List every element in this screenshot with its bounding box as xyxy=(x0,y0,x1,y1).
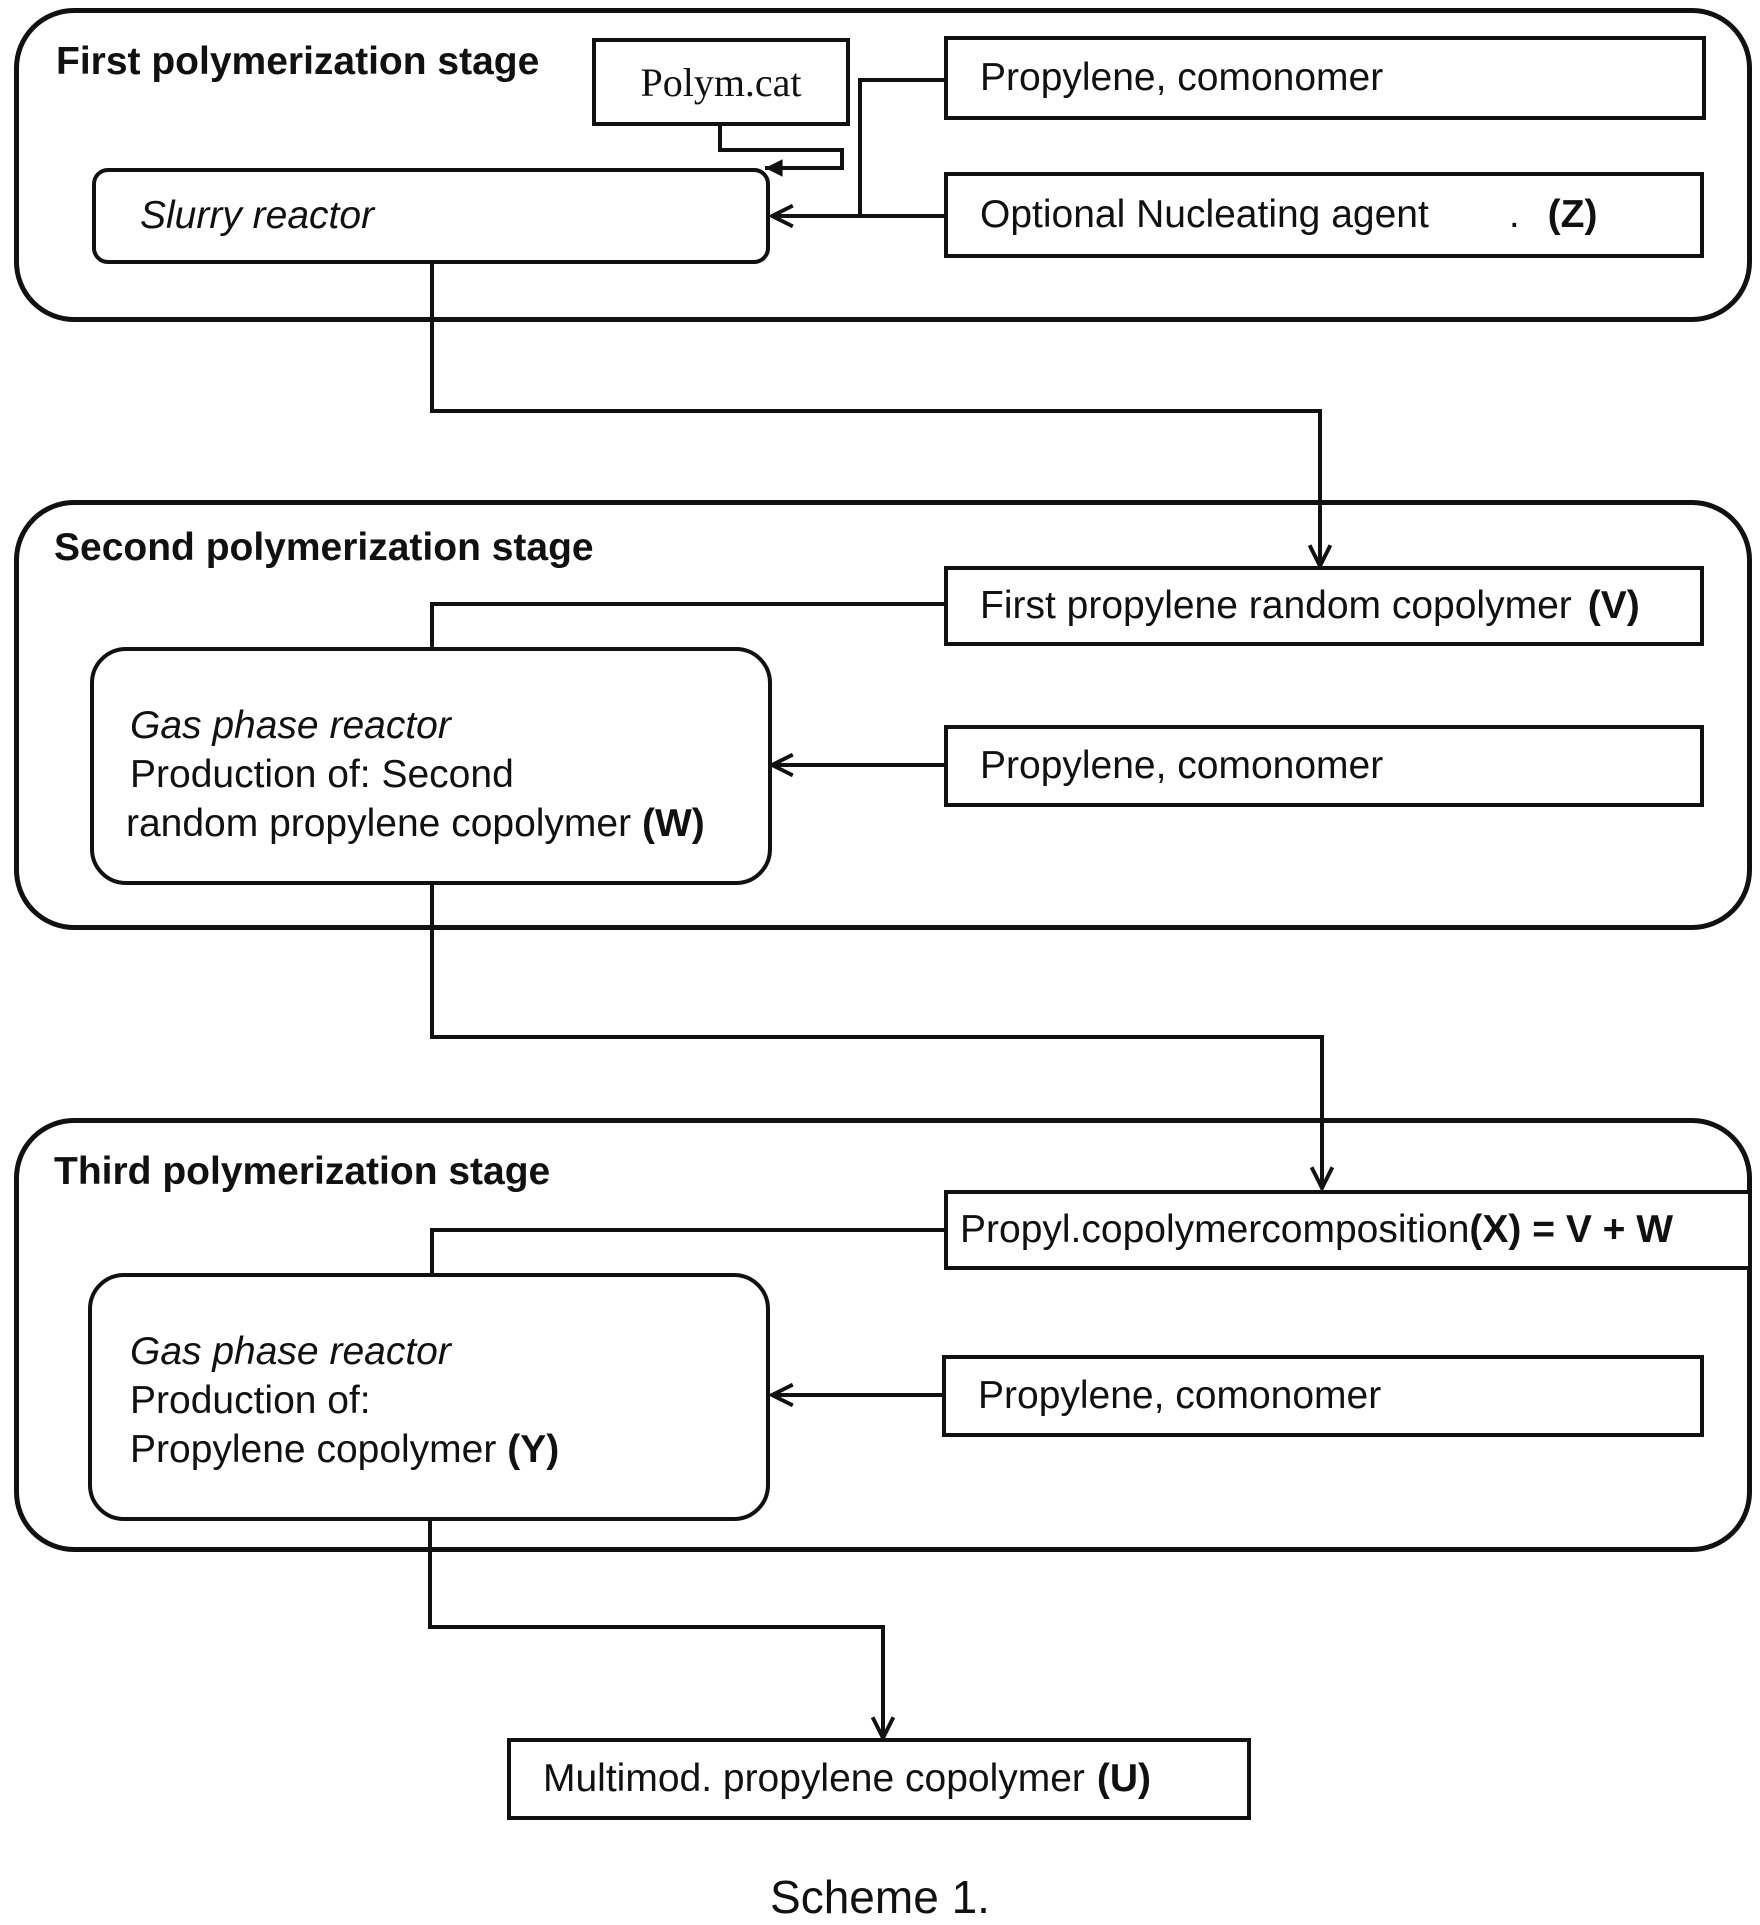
first-stage-title: First polymerization stage xyxy=(56,40,539,84)
gas-phase-reactor-1-box: Gas phase reactor Production of: Second … xyxy=(90,647,772,885)
copolymer-composition-label: Propyl.copolymercomposition xyxy=(960,1208,1469,1252)
catalyst-box: Polym.cat xyxy=(592,38,850,126)
stage2-feed-label: Propylene, comonomer xyxy=(980,744,1383,788)
first-copolymer-tag: (V) xyxy=(1588,584,1640,628)
scheme-caption: Scheme 1. xyxy=(0,1870,1760,1924)
catalyst-label: Polym.cat xyxy=(640,59,801,106)
copolymer-composition-box: Propyl.copolymercomposition (X) = V + W xyxy=(944,1190,1752,1270)
multimodal-output-box: Multimod. propylene copolymer (U) xyxy=(507,1738,1251,1820)
gas-reactor-2-line2: Production of: xyxy=(130,1376,766,1425)
first-copolymer-label: First propylene random copolymer xyxy=(980,584,1572,628)
nucleating-agent-label: Optional Nucleating agent xyxy=(980,193,1429,237)
nucleating-agent-box: Optional Nucleating agent . (Z) xyxy=(944,172,1704,258)
third-stage-title: Third polymerization stage xyxy=(54,1150,550,1194)
second-stage-title: Second polymerization stage xyxy=(54,526,594,570)
slurry-reactor-label: Slurry reactor xyxy=(140,194,374,238)
nucleating-tag: (Z) xyxy=(1548,193,1598,237)
multimodal-output-label: Multimod. propylene copolymer xyxy=(543,1757,1085,1801)
stage1-feed-box: Propylene, comonomer xyxy=(944,36,1706,120)
gas-reactor-2-line1: Gas phase reactor xyxy=(130,1327,766,1376)
stage1-feed-label: Propylene, comonomer xyxy=(980,56,1383,100)
stage2-feed-box: Propylene, comonomer xyxy=(944,725,1704,807)
nucleating-dot: . xyxy=(1509,193,1520,237)
stage3-to-output-connector xyxy=(430,1521,883,1738)
gas-reactor-1-tag: (W) xyxy=(642,802,705,845)
multimodal-output-tag: (U) xyxy=(1097,1757,1151,1801)
gas-reactor-1-line2: Production of: Second xyxy=(130,750,768,799)
gas-reactor-2-tag: (Y) xyxy=(507,1428,559,1471)
stage3-feed-box: Propylene, comonomer xyxy=(942,1355,1704,1437)
first-copolymer-box: First propylene random copolymer (V) xyxy=(944,566,1704,646)
gas-reactor-1-line3: random propylene copolymer xyxy=(126,802,631,845)
gas-reactor-2-line3: Propylene copolymer xyxy=(130,1428,496,1471)
slurry-reactor-box: Slurry reactor xyxy=(92,168,770,264)
copolymer-composition-tag: (X) = V + W xyxy=(1469,1208,1673,1252)
gas-phase-reactor-2-box: Gas phase reactor Production of: Propyle… xyxy=(88,1273,770,1521)
gas-reactor-1-line1: Gas phase reactor xyxy=(130,701,768,750)
stage3-feed-label: Propylene, comonomer xyxy=(978,1374,1381,1418)
